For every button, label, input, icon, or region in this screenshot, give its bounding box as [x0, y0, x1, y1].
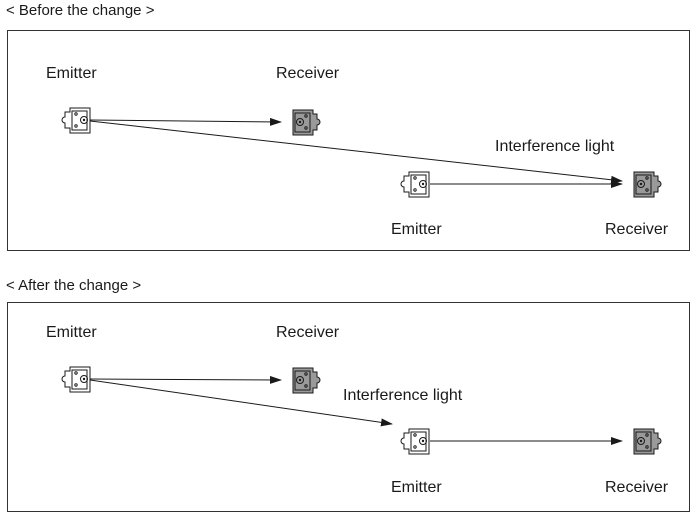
before-diagram	[61, 107, 662, 198]
interference-light-label: Interference light	[343, 387, 463, 404]
emitter-left-label: Emitter	[46, 65, 97, 82]
receiver-right-label: Receiver	[605, 221, 669, 238]
emitter-right-label: Emitter	[391, 479, 442, 496]
receiver-right-label: Receiver	[605, 479, 669, 496]
receiver-right-icon	[633, 171, 662, 198]
after-panel: Emitter Receiver Interference light Emit…	[7, 302, 690, 512]
beam-arrow-main	[89, 375, 282, 384]
emitter-right-label: Emitter	[391, 221, 442, 238]
receiver-left-label: Receiver	[276, 65, 340, 82]
receiver-left-icon	[292, 109, 321, 136]
emitter-right-icon	[400, 428, 430, 455]
after-section-title: < After the change >	[6, 277, 142, 294]
interference-light-arrow	[89, 379, 393, 427]
interference-light-arrow	[89, 120, 623, 184]
receiver-left-label: Receiver	[276, 324, 340, 341]
emitter-left-icon	[61, 107, 91, 134]
after-diagram	[61, 366, 662, 455]
receiver-left-icon	[292, 367, 321, 394]
before-section-title: < Before the change >	[6, 2, 155, 19]
interference-light-label: Interference light	[495, 138, 615, 155]
before-panel: Emitter Receiver Interference light Emit…	[7, 30, 690, 251]
emitter-left-label: Emitter	[46, 324, 97, 341]
receiver-right-icon	[633, 428, 662, 455]
beam-arrow-main	[89, 117, 282, 126]
emitter-right-icon	[400, 171, 430, 198]
emitter-left-icon	[61, 366, 91, 393]
